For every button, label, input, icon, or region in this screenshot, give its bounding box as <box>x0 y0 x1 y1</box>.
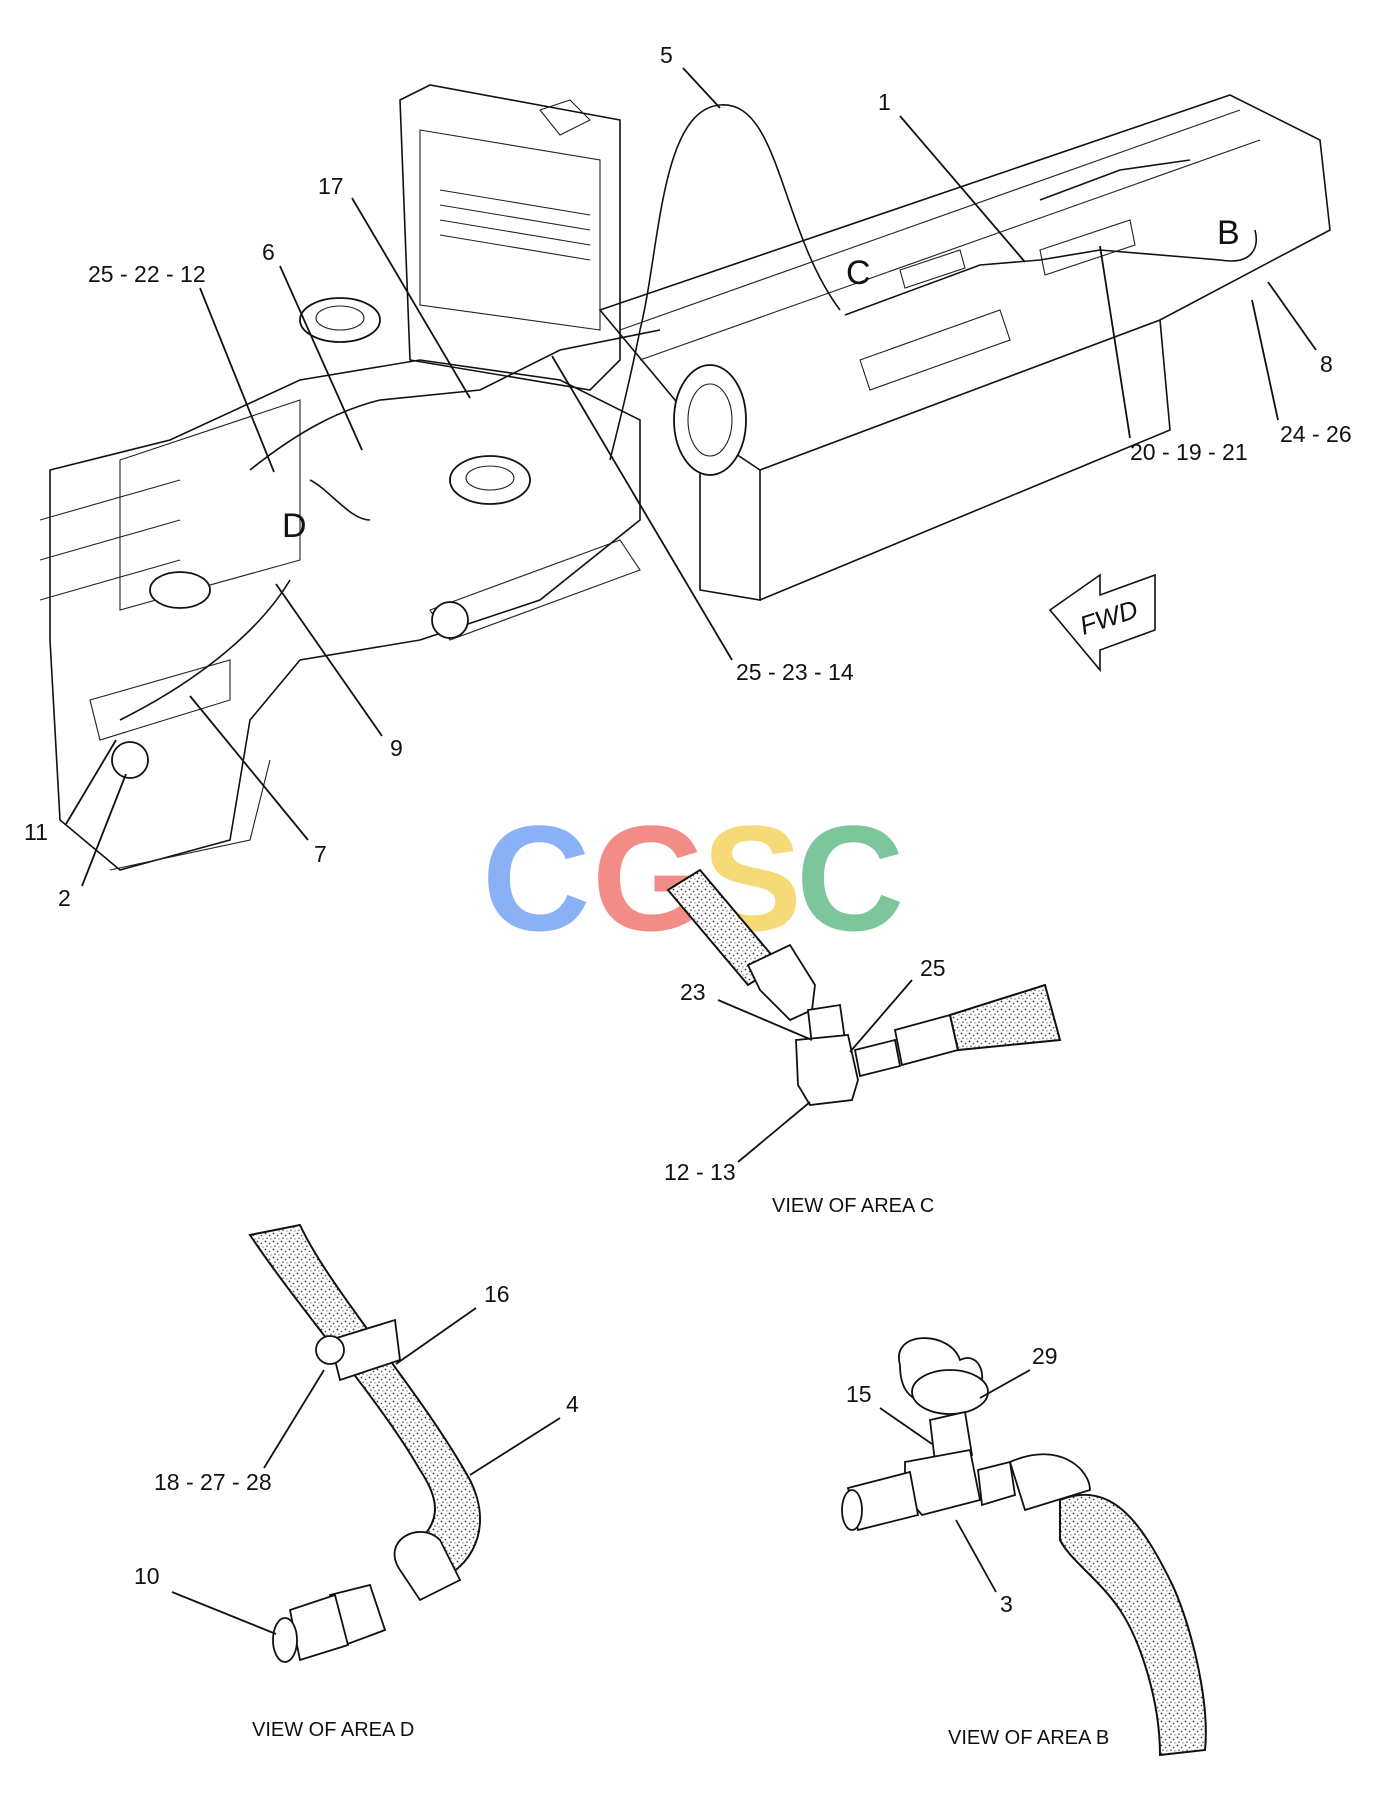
caption-area-c: VIEW OF AREA C <box>772 1195 934 1217</box>
area-c-marker: C <box>846 254 871 292</box>
callout-4: 4 <box>566 1391 579 1417</box>
callout-25-22-12: 25 - 22 - 12 <box>88 261 206 287</box>
callout-2: 2 <box>58 885 71 911</box>
caption-area-b: VIEW OF AREA B <box>948 1727 1109 1749</box>
callout-25-23-14: 25 - 23 - 14 <box>736 659 854 685</box>
callout-29: 29 <box>1032 1343 1058 1369</box>
view-area-b: 29 15 3 VIEW OF AREA B <box>841 1337 1207 1757</box>
callout-20-19-21: 20 - 19 - 21 <box>1130 439 1248 465</box>
callout-5: 5 <box>660 42 673 68</box>
watermark-letter-4: C <box>796 794 904 962</box>
callouts-main: 5 1 17 6 25 - 22 - 12 8 24 - 26 20 - 19 … <box>24 42 1352 911</box>
callout-15: 15 <box>846 1381 872 1407</box>
callout-11: 11 <box>24 819 48 845</box>
callout-24-26: 24 - 26 <box>1280 421 1352 447</box>
callout-8: 8 <box>1320 351 1333 377</box>
area-b-marker: B <box>1217 214 1240 252</box>
callout-16: 16 <box>484 1281 510 1307</box>
callout-10: 10 <box>134 1563 160 1589</box>
view-area-c: 23 25 12 - 13 VIEW OF AREA C <box>664 868 1062 1217</box>
callout-3: 3 <box>1000 1591 1013 1617</box>
area-d-marker: D <box>282 507 307 545</box>
callout-18-27-28: 18 - 27 - 28 <box>154 1469 272 1495</box>
callout-9: 9 <box>390 735 403 761</box>
forward-arrow <box>1048 573 1156 673</box>
callout-25: 25 <box>920 955 946 981</box>
callout-17: 17 <box>318 173 344 199</box>
view-area-d: 16 4 18 - 27 - 28 10 VIEW OF AREA D <box>134 1223 579 1741</box>
callout-23: 23 <box>680 979 706 1005</box>
callout-1: 1 <box>878 89 891 115</box>
callout-12-13: 12 - 13 <box>664 1159 736 1185</box>
machine-overview: FWD <box>39 84 1331 871</box>
watermark-logo: C G S C <box>482 794 904 962</box>
callout-6: 6 <box>262 239 275 265</box>
watermark-letter-1: C <box>482 794 590 962</box>
callout-7: 7 <box>314 841 327 867</box>
caption-area-d: VIEW OF AREA D <box>252 1719 414 1741</box>
forward-arrow-label: FWD <box>1076 594 1142 641</box>
